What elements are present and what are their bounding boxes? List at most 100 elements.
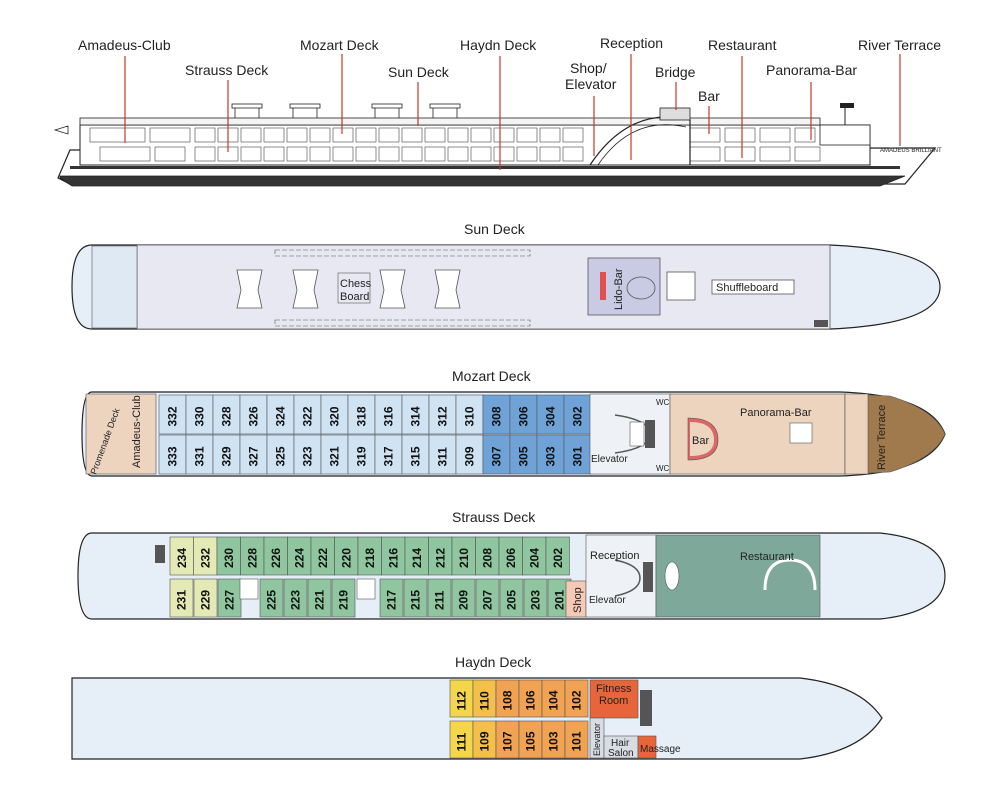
amadeus-club-label: Amadeus-Club xyxy=(131,395,143,468)
shuffleboard-label: Shuffleboard xyxy=(716,282,778,294)
cabin-number: 306 xyxy=(517,406,531,426)
ship-profile: AMADEUS BRILLIANT Amadeus-Club Strauss D… xyxy=(53,35,942,187)
label-bar: Bar xyxy=(698,88,720,104)
cabin-318 xyxy=(347,394,376,435)
cabin-209 xyxy=(451,578,476,618)
cabin-number: 227 xyxy=(223,590,237,610)
cabin-number: 203 xyxy=(529,590,543,610)
cabin-219 xyxy=(331,578,356,618)
cabin-314 xyxy=(401,394,430,435)
cabin-312 xyxy=(428,394,457,435)
label-amadeus-club: Amadeus-Club xyxy=(78,37,171,53)
massage-room xyxy=(637,735,657,759)
cabin-number: 311 xyxy=(436,447,450,467)
cabin-223 xyxy=(283,578,308,618)
cabin-number: 208 xyxy=(480,548,494,568)
cabin-316 xyxy=(374,394,403,435)
cabin-number: 320 xyxy=(328,406,342,426)
cabin-229 xyxy=(193,578,218,618)
cabin-number: 211 xyxy=(433,590,447,610)
restaurant-area xyxy=(655,534,821,618)
shop-label: Shop xyxy=(572,587,584,613)
mozart-deck-plan: Mozart Deck Promenade Deck Amadeus-Club … xyxy=(81,368,946,477)
cabin-308 xyxy=(482,394,511,435)
chess-board-label-2: Board xyxy=(340,291,369,303)
cabin-number: 216 xyxy=(386,548,400,568)
cabin-301 xyxy=(563,434,592,475)
river-terrace-label: River Terrace xyxy=(876,405,888,470)
cabin-number: 204 xyxy=(527,548,541,568)
sun-deck-plan: Sun Deck Chess Board Lido-Bar Shuffleboa… xyxy=(71,221,941,330)
cabin-330 xyxy=(185,394,214,435)
cabin-number: 108 xyxy=(501,690,515,710)
cabin-number: 314 xyxy=(409,406,423,426)
amadeus-club-area xyxy=(85,393,157,475)
cabin-number: 305 xyxy=(517,446,531,466)
cabin-221 xyxy=(307,578,332,618)
haydn-deck-title: Haydn Deck xyxy=(455,654,532,670)
cabin-number: 302 xyxy=(571,406,585,426)
cabin-number: 316 xyxy=(382,406,396,426)
cabin-number: 102 xyxy=(570,690,584,710)
cabin-number: 104 xyxy=(547,690,561,710)
cabin-number: 312 xyxy=(436,406,450,426)
cabin-number: 332 xyxy=(166,406,180,426)
cabin-number: 101 xyxy=(570,731,584,751)
cabin-number: 310 xyxy=(463,406,477,426)
cabin-number: 109 xyxy=(478,731,492,751)
cabin-number: 107 xyxy=(501,731,515,751)
cabin-317 xyxy=(374,434,403,475)
cabin-number: 229 xyxy=(199,590,213,610)
cabin-number: 333 xyxy=(166,446,180,466)
cabin-number: 321 xyxy=(328,446,342,466)
cabin-number: 301 xyxy=(571,446,585,466)
cabin-306 xyxy=(509,394,538,435)
cabin-number: 318 xyxy=(355,406,369,426)
cabin-number: 201 xyxy=(553,590,567,610)
cabin-202 xyxy=(545,536,570,576)
cabin-number: 105 xyxy=(524,731,538,751)
cabin-332 xyxy=(158,394,187,435)
fitness-label-2: Room xyxy=(599,695,628,707)
cabin-102 xyxy=(564,679,589,718)
mozart-wc-bottom: WC xyxy=(656,464,670,473)
lido-bar-label: Lido-Bar xyxy=(613,268,625,310)
ship-name: AMADEUS BRILLIANT xyxy=(880,148,942,154)
massage-label: Massage xyxy=(640,744,681,755)
cabin-number: 210 xyxy=(457,548,471,568)
fitness-room xyxy=(589,679,639,719)
cabin-number: 207 xyxy=(481,590,495,610)
label-restaurant: Restaurant xyxy=(708,37,777,53)
cabin-number: 202 xyxy=(551,548,565,568)
cabin-207 xyxy=(475,578,500,618)
cabin-number: 220 xyxy=(339,548,353,568)
cabin-326 xyxy=(239,394,268,435)
haydn-elevator-label: Elevator xyxy=(592,723,602,756)
cabin-number: 304 xyxy=(544,406,558,426)
cabin-329 xyxy=(212,434,241,475)
cabin-number: 315 xyxy=(409,446,423,466)
cabin-number: 231 xyxy=(175,590,189,610)
cabin-211 xyxy=(427,578,452,618)
cabin-number: 309 xyxy=(463,446,477,466)
restaurant-label: Restaurant xyxy=(740,551,794,563)
cabin-number: 324 xyxy=(274,406,288,426)
cabin-327 xyxy=(239,434,268,475)
cabin-315 xyxy=(401,434,430,475)
cabin-number: 223 xyxy=(289,590,303,610)
cabin-333 xyxy=(158,434,187,475)
cabin-number: 110 xyxy=(478,691,492,711)
cabin-number: 317 xyxy=(382,446,396,466)
cabin-331 xyxy=(185,434,214,475)
label-panorama-bar: Panorama-Bar xyxy=(766,62,857,78)
sun-deck-title: Sun Deck xyxy=(464,221,526,237)
cabin-101 xyxy=(564,720,589,759)
cabin-number: 112 xyxy=(455,691,469,711)
cabin-number: 319 xyxy=(355,446,369,466)
cabin-number: 205 xyxy=(505,590,519,610)
cabin-328 xyxy=(212,394,241,435)
label-bridge: Bridge xyxy=(655,64,696,80)
cabin-number: 308 xyxy=(490,406,504,426)
